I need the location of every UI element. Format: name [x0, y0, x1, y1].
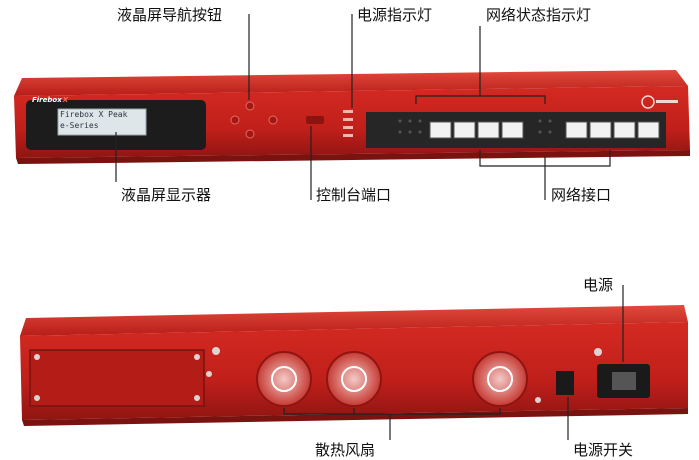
power-switch-shape [556, 371, 574, 395]
label-net-port: 网络接口 [551, 186, 612, 204]
label-power-led: 电源指示灯 [357, 6, 433, 24]
label-fans: 散热风扇 [315, 441, 376, 459]
lcd-line-2: e-Series [60, 121, 99, 130]
power-leds [343, 110, 353, 137]
lcd-line-1: Firebox X Peak [60, 110, 128, 119]
lcd-nav-buttons [230, 101, 278, 139]
ethernet-ports [429, 121, 660, 139]
label-lcd-display: 液晶屏显示器 [121, 186, 212, 204]
console-port-shape [306, 116, 324, 124]
label-console-port: 控制台端口 [316, 186, 392, 204]
lcd-screen [57, 108, 147, 136]
logo-name: Firebox [32, 96, 62, 104]
port-leds [398, 119, 552, 134]
label-lcd-nav: 液晶屏导航按钮 [117, 6, 223, 24]
logo-model: X [62, 96, 69, 104]
label-power-switch: 电源开关 [573, 441, 634, 459]
label-power: 电源 [583, 276, 614, 294]
fan-vents [256, 351, 528, 407]
logo-text: FireboxX [32, 96, 68, 104]
screws [34, 347, 602, 403]
power-socket-inner [612, 372, 636, 390]
label-net-status-led: 网络状态指示灯 [486, 6, 592, 24]
brand-logo-icon [641, 95, 678, 109]
expansion-slot [29, 349, 205, 407]
callout-lines [115, 14, 624, 440]
